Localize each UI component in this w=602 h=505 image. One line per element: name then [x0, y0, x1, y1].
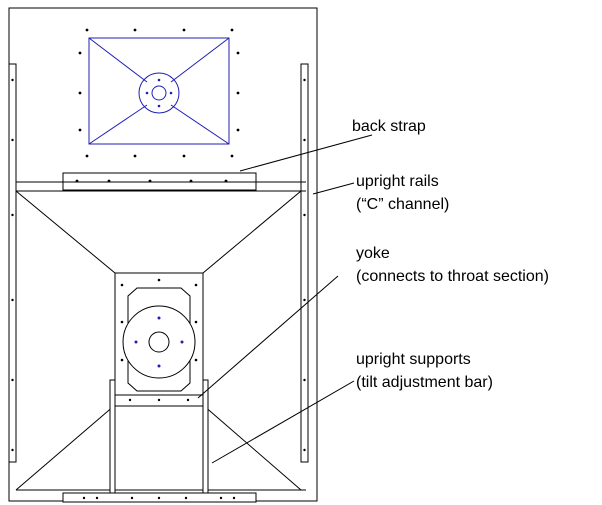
- leader-upright-supports: [212, 381, 354, 463]
- horn-flare: [16, 191, 301, 490]
- throat-driver-bolts: [134, 316, 184, 368]
- label-yoke-note: (connects to throat section): [356, 268, 549, 285]
- leader-yoke: [198, 276, 338, 398]
- top-plate: [89, 38, 229, 144]
- label-back-strap: back strap: [352, 118, 426, 135]
- label-upright-supports: upright supports: [356, 351, 471, 368]
- cabinet-outline: [9, 8, 317, 501]
- leader-upright-rails: [313, 183, 354, 194]
- top-plate-bolts: [78, 28, 240, 158]
- yoke: [113, 395, 205, 406]
- leader-back-strap: [240, 135, 372, 171]
- left-upright-rail: [9, 64, 16, 462]
- label-upright-supports-note: (tilt adjustment bar): [356, 374, 493, 391]
- throat-section: [115, 273, 203, 405]
- bottom-strap: [63, 493, 256, 502]
- top-plate-throat-bolts: [145, 78, 173, 108]
- label-upright-rails-note: (“C” channel): [356, 196, 450, 213]
- right-upright-rail: [301, 64, 308, 462]
- label-yoke: yoke: [356, 245, 390, 262]
- label-upright-rails: upright rails: [356, 173, 439, 190]
